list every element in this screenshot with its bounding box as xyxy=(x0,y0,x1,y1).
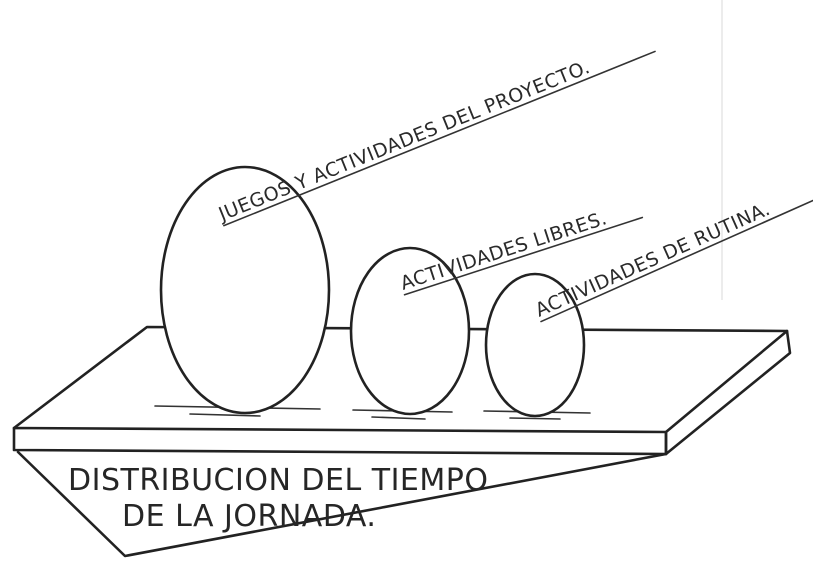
label-group-projects: JUEGOS Y ACTIVIDADES DEL PROYECTO. xyxy=(215,50,656,227)
egg-large-projects xyxy=(159,165,331,415)
caption-line-1: DISTRIBUCION DEL TIEMPO xyxy=(68,463,488,498)
label-group-routine: ACTIVIDADES DE RUTINA. xyxy=(532,198,813,323)
egg-small-routine xyxy=(484,272,586,418)
egg-medium-free xyxy=(349,246,471,416)
platform-right-side xyxy=(664,329,792,456)
label-projects: JUEGOS Y ACTIVIDADES DEL PROYECTO. xyxy=(215,56,593,226)
platform-base-underside xyxy=(16,450,668,558)
label-routine: ACTIVIDADES DE RUTINA. xyxy=(532,198,774,322)
platform-front-face xyxy=(12,426,668,456)
caption-line-2: DE LA JORNADA. xyxy=(122,499,376,534)
